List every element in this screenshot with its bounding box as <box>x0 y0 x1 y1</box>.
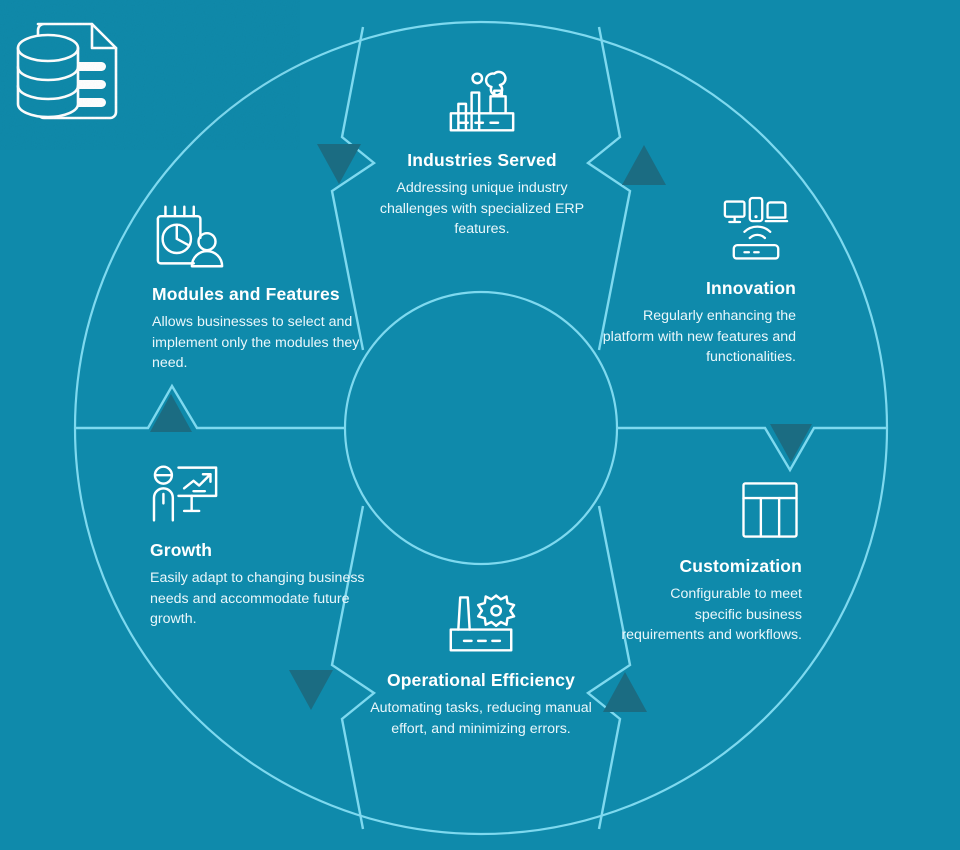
node-description: Regularly enhancing the platform with ne… <box>602 308 796 366</box>
node-description: Configurable to meet specific business r… <box>621 586 802 644</box>
divider-industries-innovation <box>585 26 666 351</box>
divider-customization-operational <box>585 505 647 830</box>
node-title: Customization <box>679 556 802 576</box>
presenter-growth-chart-icon <box>150 462 370 531</box>
node-title: Innovation <box>706 278 796 298</box>
node-modules-and-features: Modules and Features Allows businesses t… <box>152 202 366 374</box>
node-operational-efficiency: Operational Efficiency Automating tasks,… <box>366 588 596 739</box>
node-title: Industries Served <box>407 150 557 170</box>
node-title: Growth <box>150 540 213 560</box>
layout-columns-icon <box>620 478 802 547</box>
inner-circle <box>343 290 619 566</box>
node-innovation: Innovation Regularly enhancing the platf… <box>596 196 796 368</box>
divider-innovation-customization <box>617 424 887 473</box>
node-description: Allows businesses to select and implemen… <box>152 314 360 372</box>
calendar-piechart-person-icon <box>152 202 366 275</box>
node-customization: Customization Configurable to meet speci… <box>620 478 802 646</box>
node-growth: Growth Easily adapt to changing business… <box>150 462 370 630</box>
node-title: Operational Efficiency <box>386 670 576 690</box>
divider-growth-modules <box>75 383 345 432</box>
node-industries-served: Industries Served Addressing unique indu… <box>368 68 596 240</box>
factory-gear-icon <box>366 588 596 661</box>
node-title: Modules and Features <box>152 284 340 304</box>
divider-operational-growth <box>289 505 377 830</box>
devices-router-icon <box>596 196 796 269</box>
node-description: Easily adapt to changing business needs … <box>150 570 365 628</box>
node-description: Addressing unique industry challenges wi… <box>379 180 585 238</box>
node-description: Automating tasks, reducing manual effort… <box>370 700 592 737</box>
factory-smoke-icon <box>368 68 596 141</box>
divider-modules-industries <box>317 26 377 351</box>
